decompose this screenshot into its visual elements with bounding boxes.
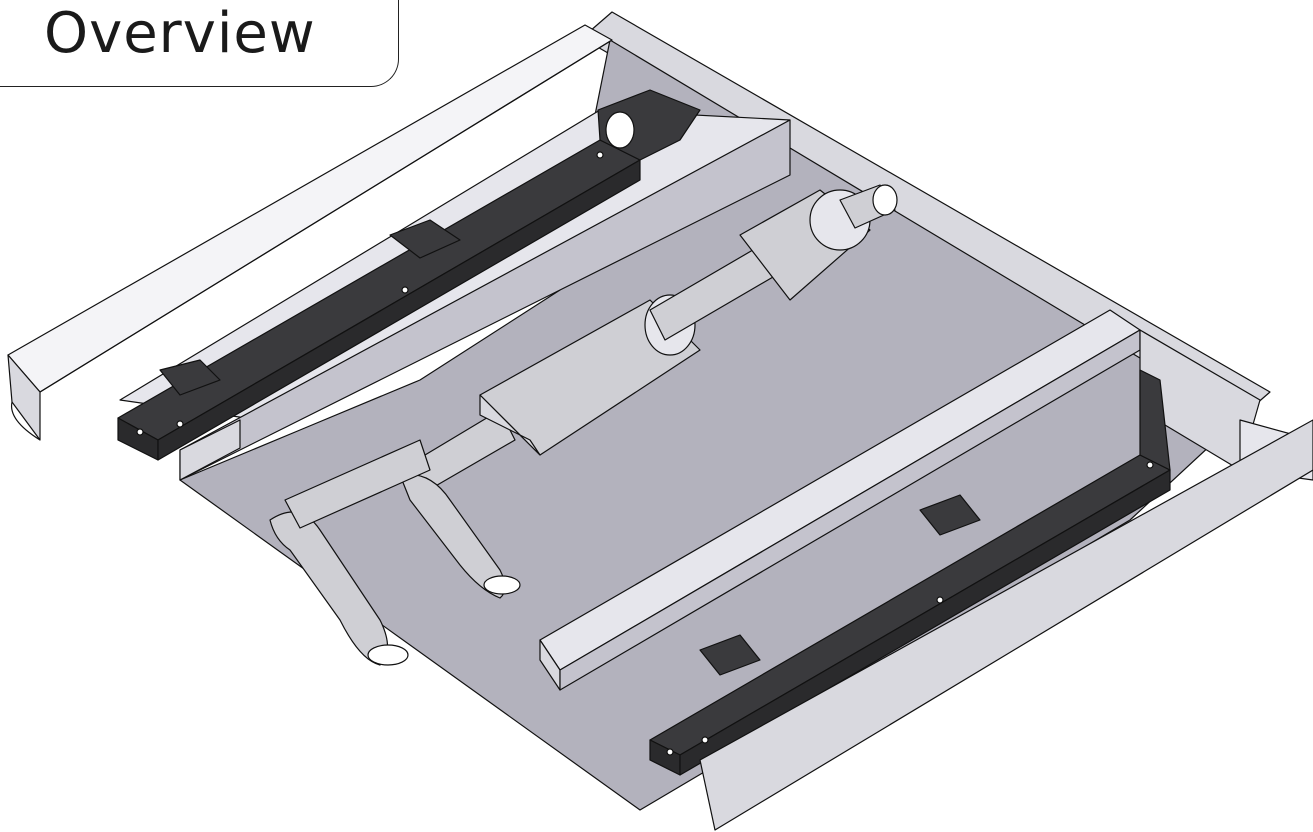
muffler [739, 184, 898, 301]
right-lower-frame [699, 419, 1313, 831]
page-title: Overview [44, 1, 316, 66]
left-rail [117, 89, 701, 461]
exhaust-pipe [269, 409, 521, 666]
title-tab: Overview [0, 0, 399, 87]
left-gutter [7, 24, 613, 441]
right-rail [649, 369, 1171, 776]
